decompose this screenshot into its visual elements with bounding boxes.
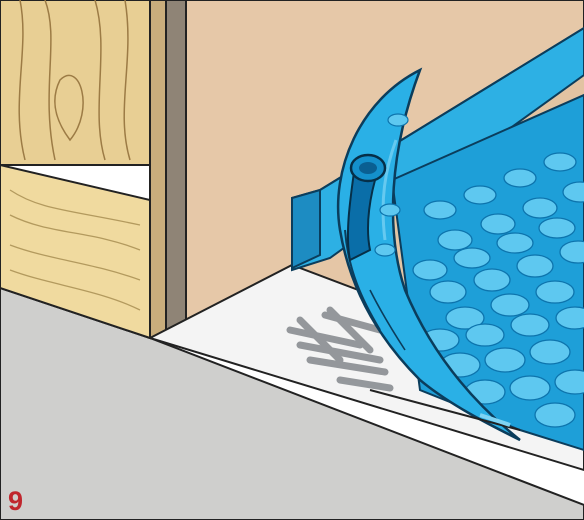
door-jamb [150,0,186,338]
wood-stud [0,0,150,165]
step-number: 9 [8,484,48,518]
